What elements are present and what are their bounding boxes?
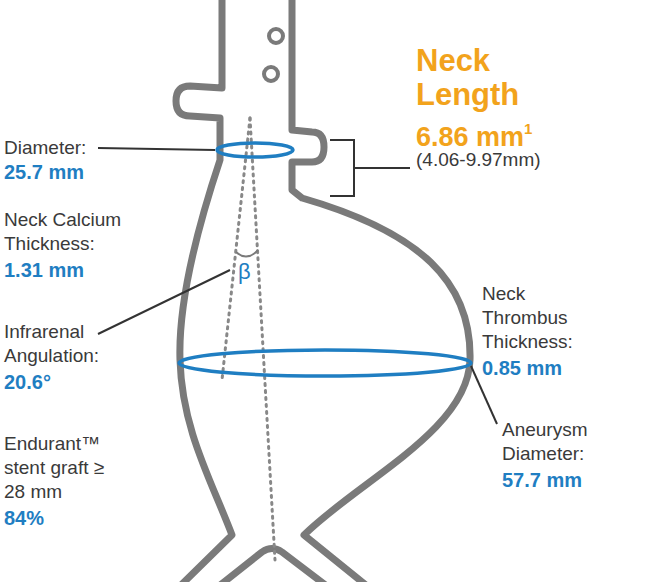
aneurysm-ring — [179, 350, 471, 376]
neck-length-title: Neck Length — [416, 44, 546, 112]
ostium-hole — [269, 29, 283, 43]
dimension-value: 20.6° — [4, 370, 51, 394]
dimension-label: Endurant™ stent graft ≥ 28 mm — [4, 432, 112, 504]
neck-ring — [217, 143, 293, 157]
footnote-mark: 1 — [524, 120, 532, 137]
dimension-label: Neck Thrombus Thickness: — [482, 282, 586, 354]
dimension-value: 84% — [4, 506, 44, 530]
dimension-value: 25.7 mm — [4, 160, 84, 184]
dimension-label: Infrarenal Angulation: — [4, 320, 128, 368]
dimension-label: Neck Calcium Thickness: — [4, 208, 136, 256]
axis-line — [250, 118, 275, 560]
neck-length-row: 6.86 mm1 — [416, 114, 532, 152]
dimension-label: Aneurysm Diameter: — [502, 418, 620, 466]
dimension-label: Diameter: — [4, 136, 144, 160]
neck-length-value: 6.86 mm — [416, 122, 524, 152]
ostium-hole — [264, 67, 278, 81]
dimension-value: 57.7 mm — [502, 468, 582, 492]
leader-line — [98, 270, 230, 334]
leader-line — [98, 148, 215, 150]
dimension-value: 0.85 mm — [482, 356, 562, 380]
angle-arc — [236, 250, 258, 257]
dimension-value: 1.31 mm — [4, 258, 84, 282]
length-bracket — [330, 140, 410, 196]
angle-symbol: β — [238, 260, 251, 284]
